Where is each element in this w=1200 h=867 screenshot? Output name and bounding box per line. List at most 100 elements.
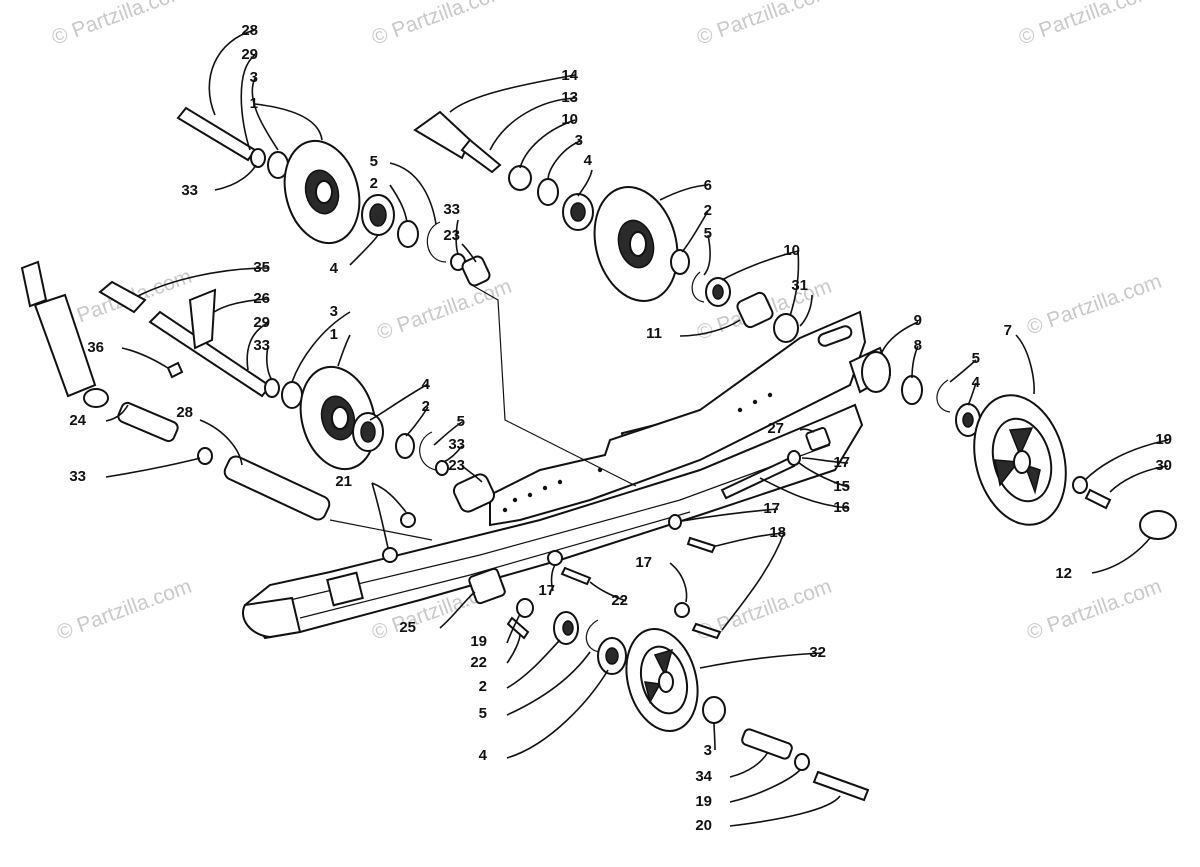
callout-leader-8 [911,345,919,379]
callout-leader-33 [455,219,459,255]
callout-leader-4 [349,234,379,266]
callout-leader-32 [699,652,823,669]
callout-label-34: 34 [695,768,712,785]
callout-label-33: 33 [443,201,460,218]
callout-leader-30 [1109,465,1169,493]
callout-leader-1 [337,334,351,367]
spacer-34 [741,728,793,760]
callout-label-21: 21 [335,473,352,490]
callout-leader-19 [729,769,801,803]
callout-leader-3 [291,311,351,383]
callout-leader-33 [265,345,273,381]
callout-label-17: 17 [763,500,780,517]
bolt-22-mid [506,616,530,640]
watermark-text: © Partzilla.com [1016,0,1157,50]
bracket-25 [468,567,506,605]
watermark-text: © Partzilla.com [54,575,195,645]
callout-label-3: 3 [704,742,712,759]
callout-label-29: 29 [253,314,270,331]
callout-label-22: 22 [470,654,487,671]
callout-label-4: 4 [972,374,981,391]
callout-leader-26 [213,298,269,313]
snap-ring-5-right [936,379,951,413]
washer-33-mid2 [435,460,449,476]
callout-leader-17 [669,562,688,603]
bearing-4-right [955,403,981,437]
callout-leader-28 [208,29,256,116]
washer-2-lower [553,611,579,645]
callout-label-23: 23 [443,227,460,244]
watermark-text: © Partzilla.com [49,0,190,50]
bushing-10-top [508,165,532,191]
callout-leader-4 [369,383,429,421]
callout-label-14: 14 [561,67,578,84]
callout-label-8: 8 [914,337,922,354]
callout-leader-23 [461,243,477,263]
washer-19-lower [516,598,534,618]
callout-label-5: 5 [972,350,980,367]
bolt-30 [1084,488,1112,510]
callout-label-16: 16 [833,499,850,516]
callout-label-22: 22 [611,592,628,609]
callout-label-6: 6 [704,177,712,194]
callout-leader-13 [489,97,576,151]
axle-leader-lower [329,519,433,541]
callout-label-26: 26 [253,290,270,307]
washer-2-upper [397,220,419,248]
callout-label-4: 4 [584,152,593,169]
callout-leader-33 [214,164,257,191]
callout-label-28: 28 [176,404,193,421]
callout-leader-2 [389,184,408,223]
callout-label-4: 4 [479,747,488,764]
callout-label-17: 17 [635,554,652,571]
callout-leader-22 [506,633,521,664]
watermark-text: © Partzilla.com [1024,270,1165,340]
callout-label-33: 33 [69,468,86,485]
callout-leader-15 [797,461,849,488]
washer-3-mid [281,381,303,409]
callout-label-7: 7 [1004,322,1012,339]
axle-14-13 [413,110,502,174]
watermark-text: © Partzilla.com [369,0,510,50]
callout-leader-17 [801,457,849,464]
callout-leader-4 [967,382,977,406]
bearing-10-right [705,277,731,307]
callout-leader-12 [1091,537,1151,574]
callout-leader-4 [577,169,593,197]
callout-leader-35 [137,267,269,297]
callout-label-23: 23 [448,457,465,474]
callout-label-19: 19 [470,633,487,650]
lockwasher-15 [787,450,801,466]
washer-8 [901,375,923,405]
cap-12 [1139,510,1177,540]
callout-leader-1 [254,103,323,141]
callout-label-17: 17 [833,454,850,471]
callout-label-10: 10 [561,111,578,128]
watermark-text: © Partzilla.com [1024,575,1165,645]
callout-leader-25 [439,591,476,629]
callout-leader-27 [799,428,815,433]
callout-label-25: 25 [399,619,416,636]
bracket-9 [848,346,892,394]
callout-leader-17 [681,508,779,522]
washer-33-left [197,447,213,465]
callout-label-10: 10 [783,242,800,259]
bolt-20 [812,770,870,802]
callout-leader-3 [713,721,716,751]
callout-leader-10 [519,119,576,169]
callout-leader-14 [449,74,576,113]
callout-label-19: 19 [695,793,712,810]
callout-leader-5 [506,651,591,716]
side-plate [489,310,867,527]
callout-label-5: 5 [457,413,465,430]
callout-label-33: 33 [181,182,198,199]
callout-label-2: 2 [479,678,487,695]
callout-label-29: 29 [241,46,258,63]
callout-leader-2 [405,406,429,437]
callout-label-36: 36 [87,339,104,356]
callout-label-4: 4 [330,260,339,277]
callout-label-30: 30 [1155,457,1172,474]
callout-label-2: 2 [370,175,378,192]
